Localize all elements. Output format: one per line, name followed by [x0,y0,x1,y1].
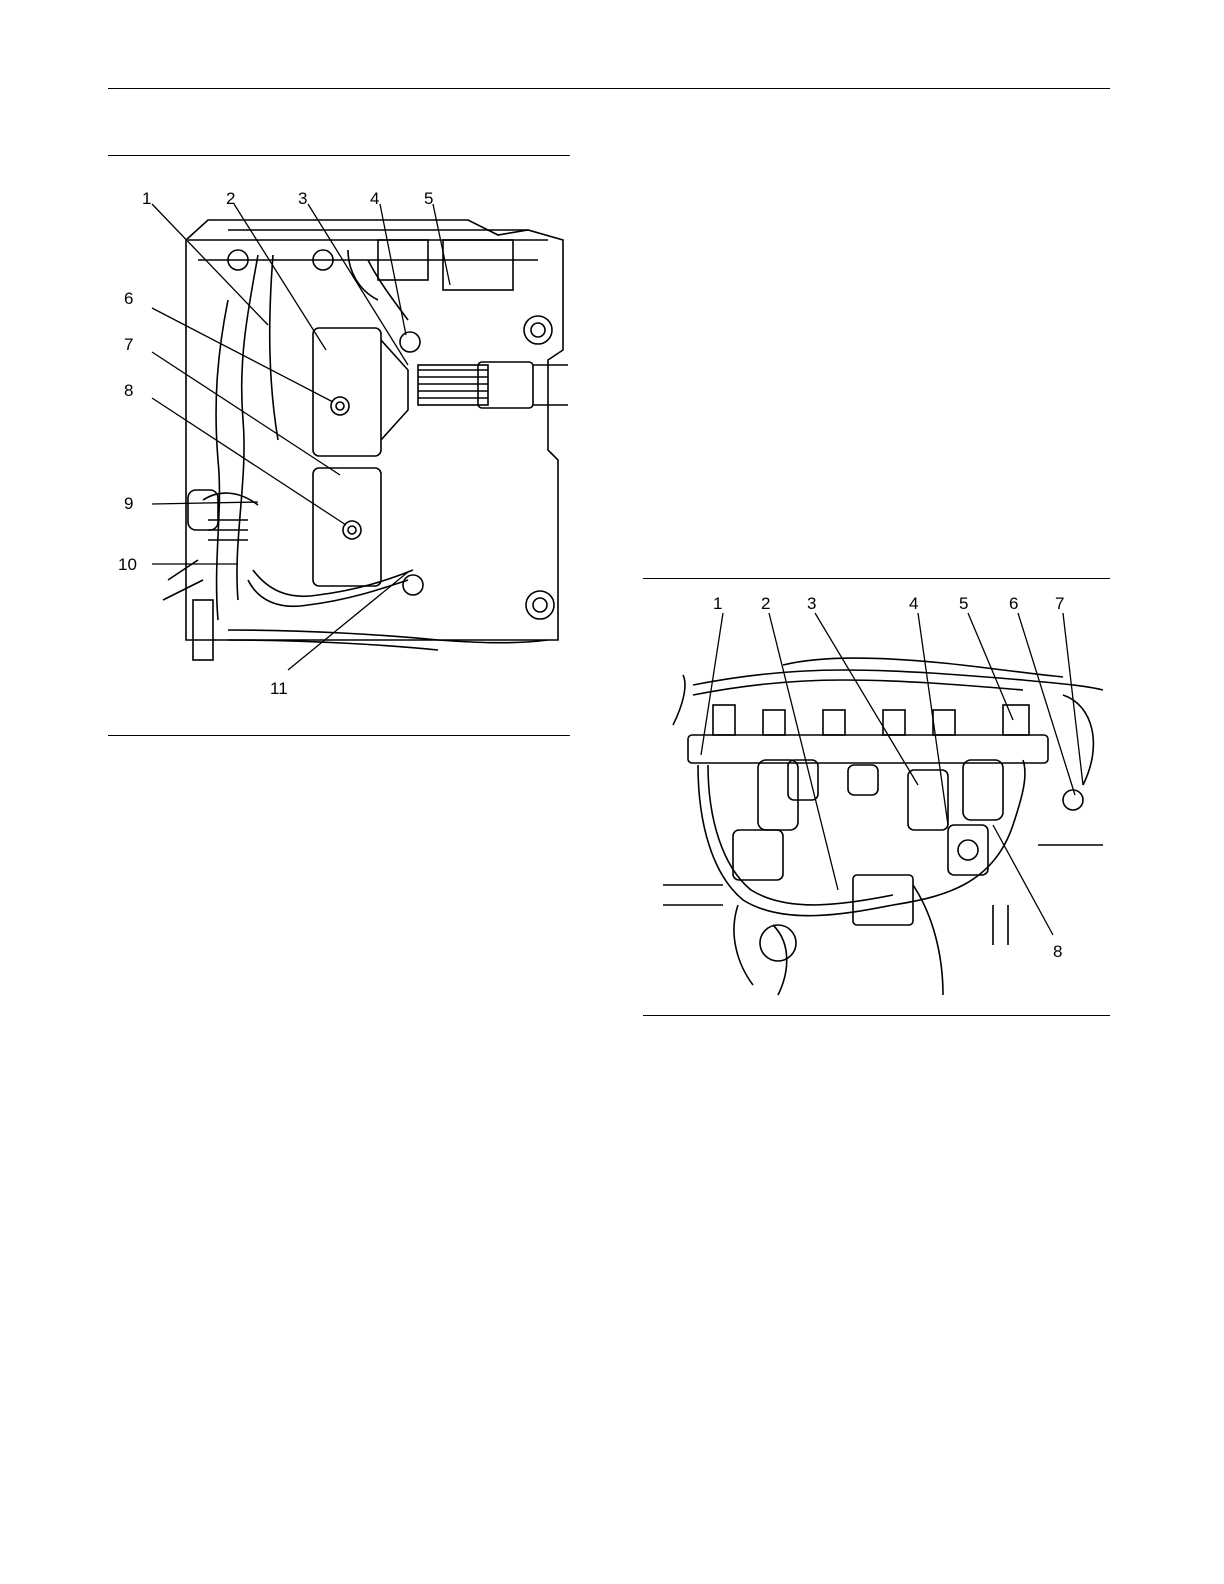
left-callout-11: 11 [270,679,288,698]
right-callout-7: 7 [1055,594,1064,613]
right-callout-4: 4 [909,594,918,613]
left-callout-3: 3 [298,189,307,208]
left-engine-illustration: 1 2 3 4 5 6 7 8 9 10 11 [108,160,570,730]
left-callout-6: 6 [124,289,133,308]
left-callout-5: 5 [424,189,433,208]
left-callout-4: 4 [370,189,379,208]
right-engine-illustration: 1 2 3 4 5 6 7 8 [643,585,1110,1010]
left-figure-bottom-rule [108,735,570,736]
left-callout-labels: 1 2 3 4 5 6 7 8 9 10 11 [118,189,433,698]
left-callout-8: 8 [124,381,133,400]
right-figure-top-rule [643,578,1110,579]
right-figure-bottom-rule [643,1015,1110,1016]
left-callout-1: 1 [142,189,151,208]
right-callout-3: 3 [807,594,816,613]
page-header-rule [108,88,1110,89]
right-callout-6: 6 [1009,594,1018,613]
left-callout-10: 10 [118,555,137,574]
left-callout-9: 9 [124,494,133,513]
right-illustration-linework [663,658,1103,995]
left-callout-7: 7 [124,335,133,354]
right-callout-8: 8 [1053,942,1062,961]
right-callout-1: 1 [713,594,722,613]
left-illustration-linework [163,220,568,660]
left-callout-2: 2 [226,189,235,208]
left-figure-top-rule [108,155,570,156]
right-callout-2: 2 [761,594,770,613]
right-callout-5: 5 [959,594,968,613]
